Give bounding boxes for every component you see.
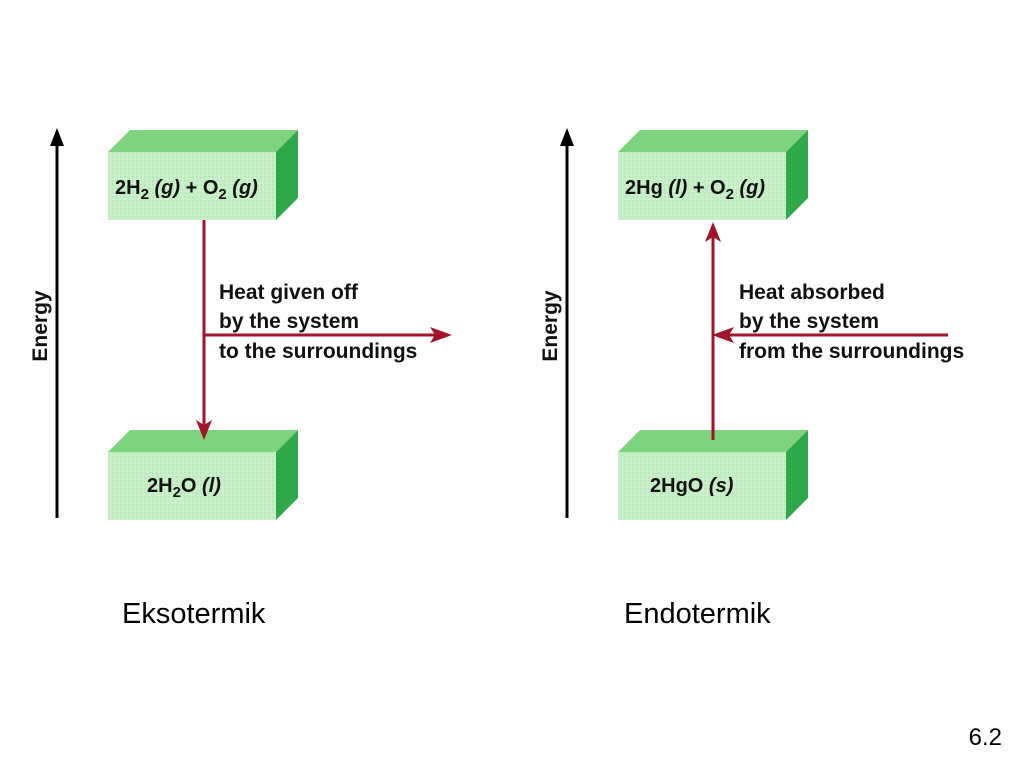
heat-line-3-endo: from the surroundings xyxy=(739,340,964,363)
energy-absorb-arrowhead xyxy=(705,222,721,242)
heat-out-arrowhead xyxy=(430,327,452,343)
product-box-exo: 2H2O (l) xyxy=(108,430,298,520)
energy-axis-arrowhead-endo xyxy=(560,128,574,146)
caption-exothermic: Eksotermik xyxy=(122,598,266,630)
slide-number: 6.2 xyxy=(968,724,1002,751)
energy-axis-label-exo: Energy xyxy=(29,290,52,362)
energy-axis-arrowhead-exo xyxy=(50,128,64,146)
heat-line-3-exo: to the surroundings xyxy=(219,340,417,363)
reactant-formula-exo: 2H2 (g) + O2 (g) xyxy=(115,177,258,203)
product-formula-exo: 2H2O (l) xyxy=(147,475,221,501)
heat-line-1-endo: Heat absorbed xyxy=(739,281,885,304)
caption-endothermic: Endotermik xyxy=(624,598,771,630)
heat-line-2-exo: by the system xyxy=(219,310,359,333)
endothermic-panel: Energy 2Hg (l) + O2 (g) 2HgO (s) He xyxy=(539,128,964,520)
reactant-box-exo: 2H2 (g) + O2 (g) xyxy=(108,130,298,220)
heat-line-2-endo: by the system xyxy=(739,310,879,333)
product-formula-endo: 2Hg (l) + O2 (g) xyxy=(625,177,765,203)
product-box-endo: 2Hg (l) + O2 (g) xyxy=(618,130,808,220)
heat-in-arrowhead xyxy=(712,327,734,343)
reactant-formula-endo: 2HgO (s) xyxy=(650,475,734,497)
energy-release-arrowhead xyxy=(196,420,212,440)
exothermic-panel: Energy 2H2 (g) + O2 (g) 2H2O (l) He xyxy=(29,128,452,520)
heat-line-1-exo: Heat given off xyxy=(219,281,359,304)
energy-axis-label-endo: Energy xyxy=(539,290,562,362)
reactant-box-endo: 2HgO (s) xyxy=(618,430,808,520)
